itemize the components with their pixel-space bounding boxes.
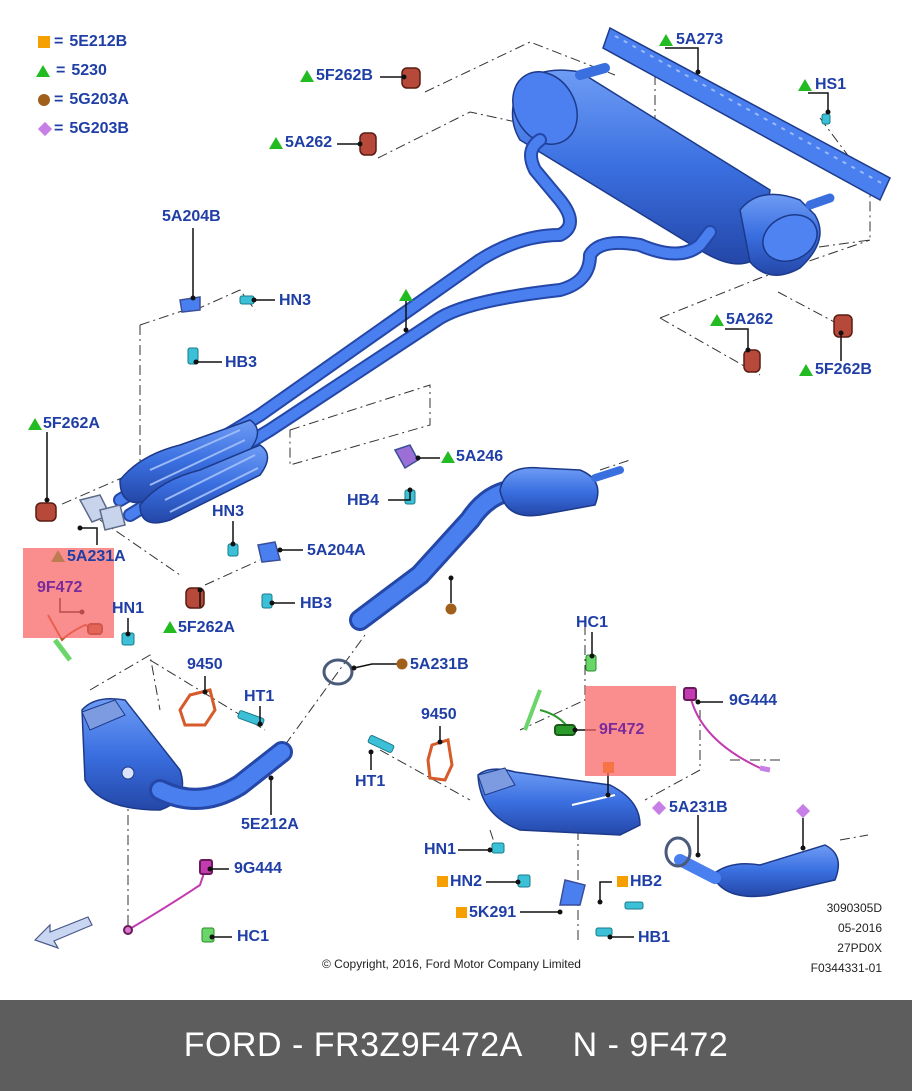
triangle-icon [36,65,50,77]
legend-item-square: = 5E212B [36,33,127,51]
part-label: 5A262 [285,134,333,151]
drawing-meta: 3090305D 05-2016 27PD0X F0344331-01 [811,898,882,978]
part-label: 5A231B [669,799,728,816]
part-label: HT1 [244,688,275,705]
part-label: 5A262 [726,311,774,328]
part-label: 5A204A [307,542,366,559]
heat-shield [602,26,891,202]
intermediate-pipes [113,133,717,522]
legend-code: 5G203B [69,120,129,137]
part-label: 9450 [187,656,223,673]
legend-item-circle: = 5G203A [36,91,129,109]
part-label: 5A231A [67,548,126,565]
part-label: 5A231B [410,656,469,673]
resonators [119,419,269,524]
clamps [322,658,692,868]
part-label: 5F262A [43,415,100,432]
part-label: 5A204B [162,208,221,225]
part-label: 9450 [421,706,457,723]
rear-muffler [511,63,835,276]
meta-line: F0344331-01 [810,961,882,975]
part-label: HN3 [279,292,312,309]
copyright-text: © Copyright, 2016, Ford Motor Company Li… [322,957,581,971]
part-label: 5F262A [178,619,235,636]
legend-code: 5230 [71,62,107,79]
brackets [179,296,586,906]
part-label-highlighted: 9F472 [599,721,645,738]
part-label: 9G444 [234,860,283,877]
flange-bracket-left [78,494,126,531]
meta-line: 27PD0X [837,941,882,955]
part-label: HB1 [638,929,671,946]
part-label: HN1 [112,600,145,617]
part-label: HN2 [450,873,483,890]
footer-part-number: FORD - FR3Z9F472A [183,1026,523,1064]
circle-icon [38,94,50,106]
exhaust-diagram: = 5E212B = 5230 = 5G203A = 5G203B 5A273 … [23,26,891,978]
part-label: HN3 [212,503,245,520]
insulators [35,67,853,609]
legend-code: 5G203A [69,91,129,108]
exhaust-drawing [28,26,891,950]
part-label: 5F262B [815,361,872,378]
part-label: HB3 [225,354,258,371]
gaskets [178,688,454,782]
legend-item-diamond: = 5G203B [36,120,129,138]
part-label: HB4 [347,492,380,509]
part-label: HC1 [237,928,270,945]
footer-spacer [523,1026,573,1065]
part-number-footer: FORD - FR3Z9F472A N - 9F472 [0,1000,912,1091]
direction-arrow-icon [33,916,93,950]
diamond-icon [37,121,53,137]
part-label: HC1 [576,614,609,631]
part-label: 5A246 [456,448,504,465]
legend-item-triangle: = 5230 [36,62,107,80]
part-label: HB2 [630,873,663,890]
part-label: 5F262B [316,67,373,84]
catalytic-converter-right [477,767,641,836]
highlight-9F472-right [585,686,676,776]
mid-pipe [349,466,624,631]
tail-pipe-lower [674,844,840,898]
part-label: HN1 [424,841,457,858]
meta-line: 3090305D [826,901,882,915]
part-label-highlighted: 9F472 [37,579,83,596]
catalytic-converter-left [81,698,293,811]
part-label: HS1 [815,76,847,93]
callout-dots [44,69,844,940]
highlight-9F472-left [23,548,114,638]
label-markers [28,34,813,918]
part-label: HB3 [300,595,333,612]
square-icon [38,36,50,48]
part-label: 9G444 [729,692,778,709]
part-label: 5E212A [241,816,299,833]
meta-line: 05-2016 [837,921,882,935]
footer-part-code: N - 9F472 [572,1026,729,1064]
part-label: 5K291 [469,904,517,921]
part-label: HT1 [355,773,386,790]
legend-code: 5E212B [69,33,128,50]
part-label: 5A273 [676,31,724,48]
